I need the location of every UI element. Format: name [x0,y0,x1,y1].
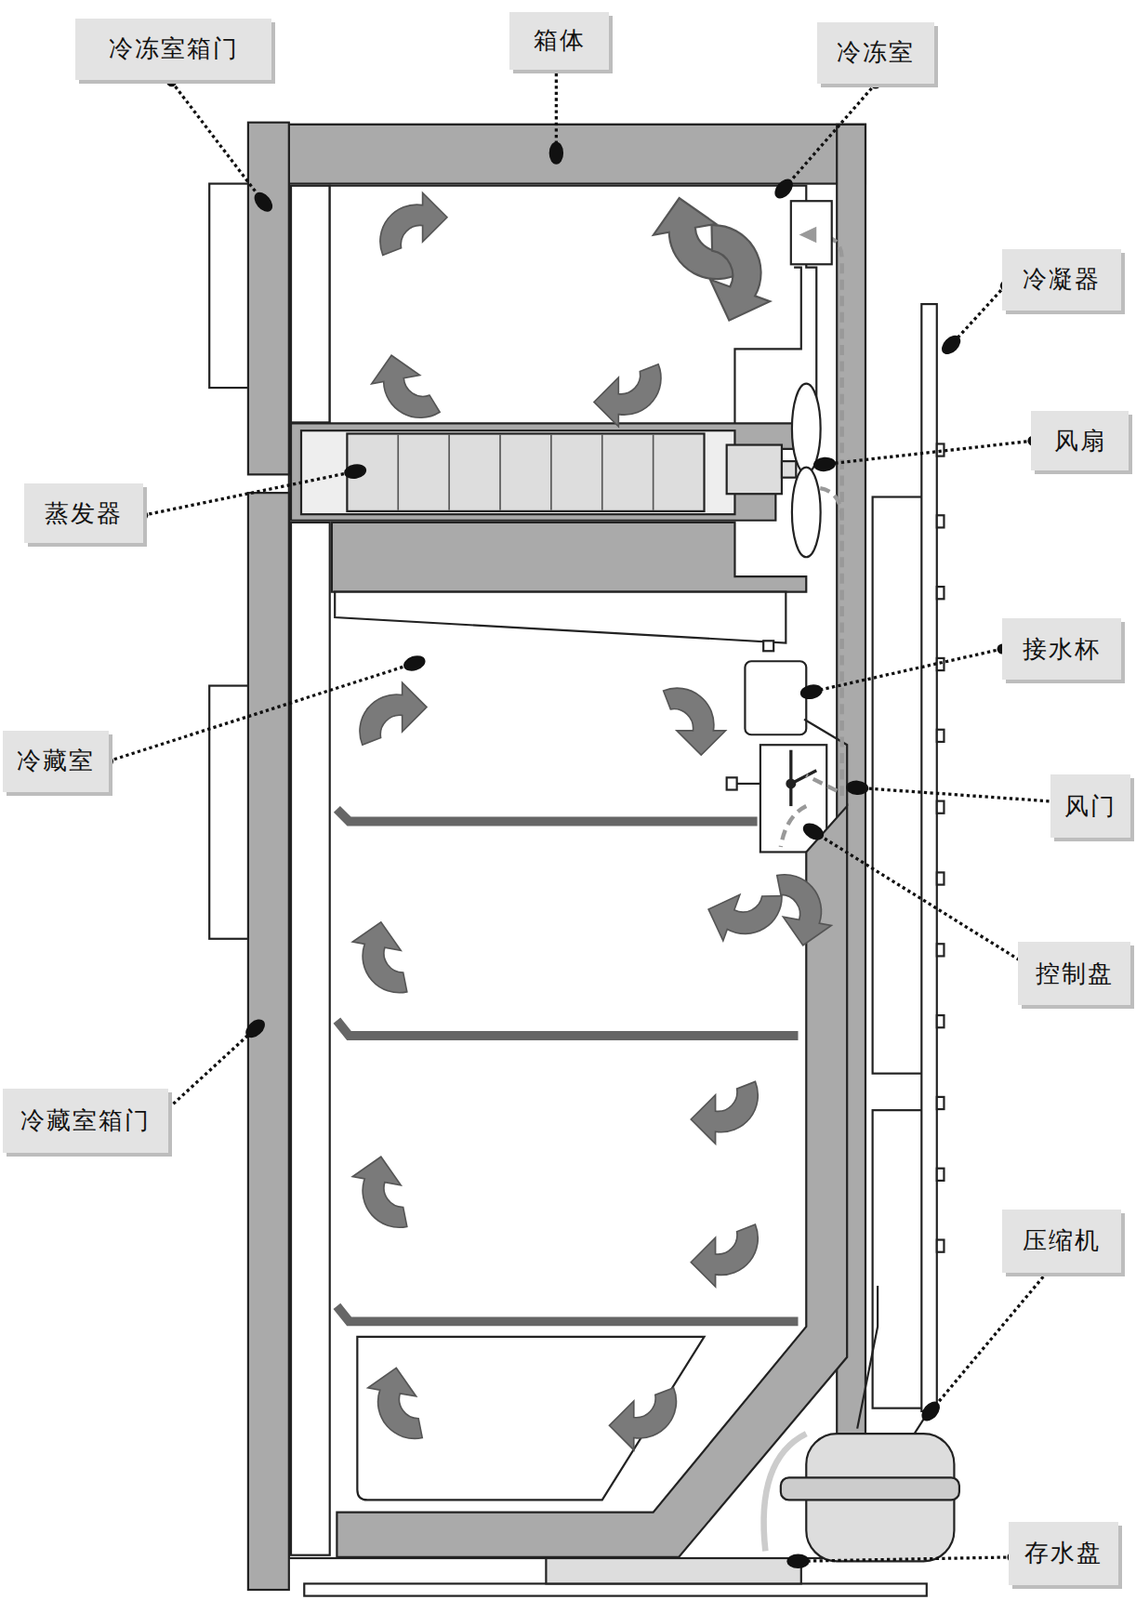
part-label: 压缩机 [1022,1226,1101,1255]
airflow-duct [780,237,843,847]
label-box: 冷藏室箱门 [2,1088,169,1152]
label-box: 蒸发器 [24,483,143,543]
label-box: 冷凝器 [1002,249,1121,311]
freezer-outlet [791,200,833,265]
label-box: 压缩机 [1002,1209,1121,1273]
label-box: 箱体 [509,12,610,69]
label-box: 接水杯 [1002,618,1121,680]
part-label: 控制盘 [1035,959,1114,989]
part-label: 冷藏室箱门 [20,1106,151,1136]
label-box: 冷藏室 [2,730,109,793]
part-label: 风扇 [1054,426,1107,456]
part-label: 存水盘 [1024,1538,1103,1568]
part-label: 冷冻室 [836,38,915,67]
label-box: 冷冻室 [817,22,934,84]
airflow-arrows [344,189,839,1451]
arrowhead [799,226,818,244]
leader-dots [103,62,1067,1562]
part-label: 风门 [1064,792,1117,821]
part-label: 冷凝器 [1022,264,1101,294]
part-label: 冷冻室箱门 [108,34,239,64]
label-box: 风扇 [1030,410,1129,471]
pointer-hands [241,142,965,1569]
cabinet [209,122,960,1597]
label-box: 存水盘 [1008,1521,1120,1586]
label-box: 控制盘 [1017,941,1131,1005]
part-label: 蒸发器 [44,499,123,529]
part-label: 箱体 [533,26,586,55]
label-box: 冷冻室箱门 [75,18,272,80]
part-label: 冷藏室 [16,746,95,776]
part-label: 接水杯 [1022,634,1101,664]
label-box: 风门 [1050,774,1131,838]
leader-lines [108,66,1062,1561]
